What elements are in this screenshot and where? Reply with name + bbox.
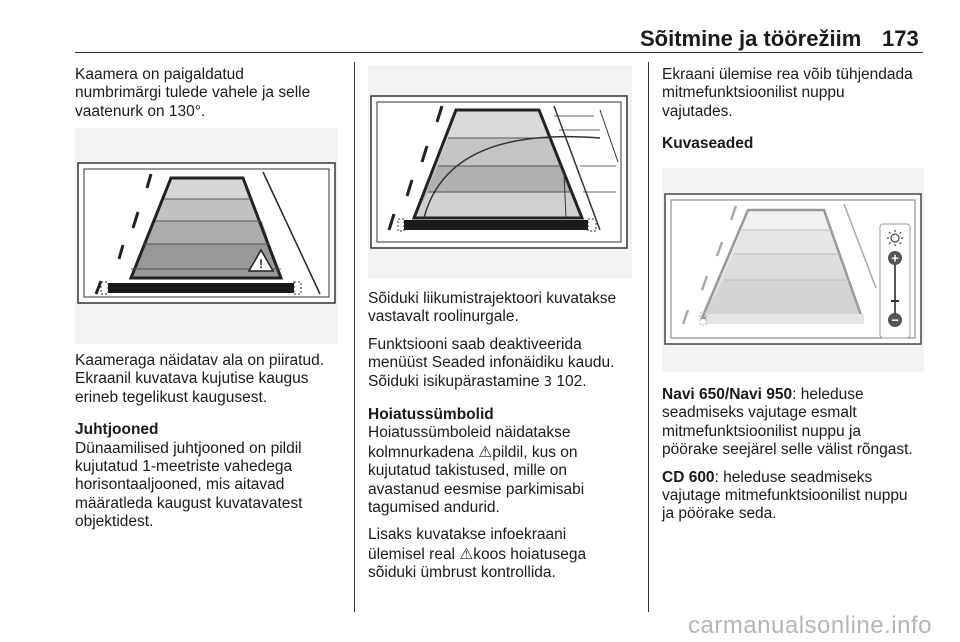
text-line: pildil, kus on [492, 443, 578, 461]
warning-triangle-icon: ⚠ [459, 544, 474, 563]
text-line: Sõiduki isikupärastamine [368, 372, 540, 390]
paragraph-clear-top-row: Ekraani ülemise rea võib tühjendada mitm… [662, 66, 932, 121]
text-line: vajutage mitmefunktsioonilist nuppu [662, 487, 908, 505]
column-1-intro: Kaamera on paigaldatud numbrimärgi tuled… [75, 66, 345, 121]
model-label: CD 600 [662, 468, 715, 486]
brightness-display-figure: + − [662, 168, 924, 372]
text-line: : heleduse [792, 386, 864, 403]
brightness-sun-icon [887, 230, 903, 246]
text-line: Kaamera on paigaldatud [75, 66, 244, 83]
text-line: objektidest. [75, 513, 154, 531]
text-line: tagumised andurid. [368, 499, 500, 517]
paragraph-guidelines: Juhtjooned Dünaamilised juhtjooned on pi… [75, 421, 350, 531]
svg-text:!: ! [259, 257, 263, 271]
column-2-body: Sõiduki liikumistrajektoori kuvatakse va… [368, 290, 644, 592]
section-heading: Juhtjooned [75, 421, 159, 439]
column-3-intro: Ekraani ülemise rea võib tühjendada mitm… [662, 66, 932, 163]
page-number: 173 [882, 26, 919, 51]
text-line: kujutatud 1-meetriste vahedega [75, 458, 293, 476]
text-line: ja pöörake seda. [662, 505, 777, 523]
text-line: Hoiatussümboleid näidatakse [368, 424, 571, 442]
text-line: koos hoiatusega [473, 545, 587, 563]
warning-triangle-icon: ! [247, 248, 275, 272]
model-label: Navi 650/Navi 950 [662, 386, 793, 403]
text-line: erineb tegelikust kaugusest. [75, 388, 268, 406]
text-line: Funktsiooni saab deaktiveerida [368, 335, 582, 353]
paragraph-trajectory: Sõiduki liikumistrajektoori kuvatakse va… [368, 290, 644, 327]
column-divider-1 [354, 62, 355, 612]
text-line: sõiduki ümbrust kontrollida. [368, 564, 556, 582]
paragraph-navi-brightness: Navi 650/Navi 950: heleduse seadmiseks v… [662, 386, 942, 460]
column-divider-2 [648, 62, 649, 612]
text-line: numbrimärgi tulede vahele ja selle [75, 84, 311, 102]
text-line: kujutatud takistused, mille on [368, 462, 568, 480]
text-line: ülemisel real [368, 545, 456, 563]
text-line: seadmiseks vajutage esmalt [662, 404, 857, 422]
camera-view-figure-2 [368, 66, 632, 278]
svg-text:−: − [891, 313, 899, 328]
svg-text:+: + [891, 251, 899, 266]
text-line: vastavalt roolinurgale. [368, 308, 519, 326]
column-3-body: Navi 650/Navi 950: heleduse seadmiseks v… [662, 386, 942, 533]
watermark: carmanualsonline.info [688, 612, 932, 639]
text-line: Sõiduki liikumistrajektoori kuvatakse [368, 290, 617, 307]
text-line: mitmefunktsioonilist nuppu ja [662, 422, 862, 440]
text-line: Lisaks kuvatakse infoekraani [368, 526, 567, 544]
brightness-plus-button[interactable]: + [888, 251, 902, 266]
page-reference-arrow-icon: 3 [543, 374, 553, 390]
column-1-body: Kaameraga näidatav ala on piiratud. Ekra… [75, 352, 350, 541]
camera-view-figure-1: ! [75, 128, 338, 344]
text-line: vaatenurk on 130°. [75, 102, 206, 120]
text-line: Ekraani ülemise rea võib tühjendada [662, 66, 913, 83]
text-line: menüüst Seaded infonäidiku kaudu. [368, 354, 615, 372]
text-line: vajutades. [662, 102, 733, 120]
warning-triangle-icon: ⚠ [478, 442, 493, 461]
header-rule [75, 52, 923, 53]
paragraph-cd-brightness: CD 600: heleduse seadmiseks vajutage mit… [662, 469, 942, 524]
page-header-title: Sõitmine ja töörežiim [640, 26, 862, 51]
text-line: : heleduse seadmiseks [714, 468, 873, 486]
page-reference[interactable]: 102. [556, 372, 587, 390]
brightness-minus-button[interactable]: − [888, 313, 902, 328]
section-heading: Hoiatussümbolid [368, 406, 494, 424]
text-line: avastanud eesmise parkimisabi [368, 480, 585, 498]
paragraph-camera-limits: Kaameraga näidatav ala on piiratud. Ekra… [75, 352, 350, 407]
text-line: määratleda kaugust kuvatavatest [75, 494, 303, 512]
paragraph-deactivate: Funktsiooni saab deaktiveerida menüüst S… [368, 336, 644, 392]
section-heading: Kuvaseaded [662, 135, 754, 153]
text-line: pöörake seejärel selle välist rõngast. [662, 441, 913, 459]
text-line: Dünaamilised juhtjooned on pildil [75, 439, 302, 457]
text-line: Kaameraga näidatav ala on piiratud. [75, 352, 325, 369]
text-line: horisontaaljooned, mis aitavad [75, 476, 285, 494]
paragraph-warning-symbols: Hoiatussümbolid Hoiatussümboleid näidata… [368, 406, 644, 517]
text-line: kolmnurkadena [368, 443, 474, 461]
text-line: Ekraanil kuvatava kujutise kaugus [75, 370, 309, 388]
paragraph-info-display: Lisaks kuvatakse infoekraani ülemisel re… [368, 526, 644, 582]
text-line: mitmefunktsioonilist nuppu [662, 84, 845, 102]
